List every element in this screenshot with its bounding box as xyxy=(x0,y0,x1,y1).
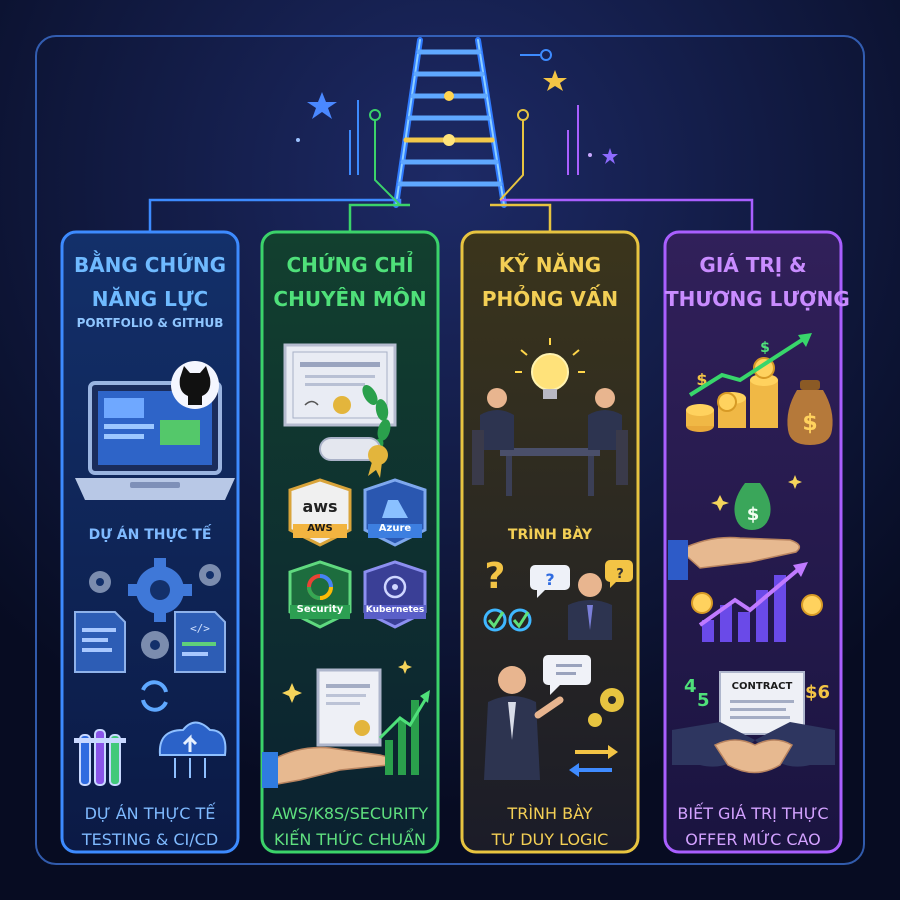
handshake-icon xyxy=(672,722,835,774)
column-1-bottom-line-2: TESTING & CI/CD xyxy=(81,830,219,849)
column-3-title-line-2: PHỎNG VẤN xyxy=(481,287,619,311)
coin-stacks-icon: $ $ xyxy=(686,333,812,432)
aws-logo: aws xyxy=(302,497,337,516)
svg-text:$: $ xyxy=(802,411,817,436)
column-2-title-line-2: CHUYÊN MÔN xyxy=(273,287,427,311)
number-6: $6 xyxy=(805,682,831,703)
column-4-title-line-2: THƯƠNG LƯỢNG xyxy=(665,287,850,311)
column-1-mid-label: DỰ ÁN THỰC TẾ xyxy=(88,527,212,543)
presenter-person-icon xyxy=(568,573,612,640)
code-file-icon: </> xyxy=(74,611,226,673)
column-1-title-line-2: NĂNG LỰC xyxy=(91,287,209,311)
github-icon xyxy=(171,361,219,409)
svg-text:$: $ xyxy=(747,504,760,525)
svg-text:?: ? xyxy=(485,556,506,597)
svg-text:</>: </> xyxy=(190,622,210,635)
gear-icon xyxy=(128,558,192,622)
column-1-subtitle: PORTFOLIO & GITHUB xyxy=(76,316,224,330)
azure-badge-label: Azure xyxy=(378,523,412,534)
outer-frame xyxy=(35,35,865,865)
question-mark-icon: ? ? ? xyxy=(485,556,633,598)
column-1-bottom-line-1: DỰ ÁN THỰC TẾ xyxy=(84,804,216,823)
column-4-bottom-line-2: OFFER MỨC CAO xyxy=(685,830,821,849)
kubernetes-logo xyxy=(383,575,407,599)
column-4-title-line-1: GIÁ TRỊ & xyxy=(699,253,807,277)
speech-bubble-icon xyxy=(543,655,591,695)
column-2-title-line-1: CHỨNG CHỈ xyxy=(286,253,414,277)
security-badge xyxy=(288,560,352,629)
kubernetes-badge xyxy=(363,560,427,629)
star-icon xyxy=(543,70,567,91)
column-1-title-line-1: BẰNG CHỨNG xyxy=(73,253,227,277)
star-icon xyxy=(307,92,337,119)
money-bag-icon: $ xyxy=(787,380,833,445)
lightbulb-icon xyxy=(515,338,585,399)
refresh-icon xyxy=(141,680,168,712)
laptop-icon xyxy=(75,381,235,500)
ladder-icon xyxy=(393,37,507,208)
security-badge-label: Security xyxy=(296,604,344,615)
hand-holding-certificate-icon xyxy=(262,668,391,788)
contract-label: CONTRACT xyxy=(731,681,793,692)
svg-text:$: $ xyxy=(760,340,770,356)
column-3-mid-label: TRÌNH BÀY xyxy=(507,527,593,543)
column-2-bottom-line-2: KIẾN THỨC CHUẨN xyxy=(274,830,426,849)
column-4-bottom-line-1: BIẾT GIÁ TRỊ THỰC xyxy=(677,804,829,823)
number-5: 5 xyxy=(697,690,710,711)
column-2-bottom-line-1: AWS/K8S/SECURITY xyxy=(271,804,429,823)
kubernetes-badge-label: Kubernetes xyxy=(365,605,425,615)
aws-badge: aws xyxy=(288,478,352,547)
sparkle-icon xyxy=(282,660,412,703)
star-icon xyxy=(602,148,618,164)
diploma-scroll-icon xyxy=(319,437,388,478)
cloud-upload-icon xyxy=(158,721,227,778)
number-4: 4 xyxy=(684,676,697,697)
svg-text:?: ? xyxy=(545,570,554,589)
azure-badge xyxy=(363,478,427,547)
gear-icon xyxy=(89,564,221,659)
growth-chart-icon xyxy=(378,690,430,775)
hand-with-money-bag-icon: $ xyxy=(668,475,802,580)
google-cloud-logo xyxy=(307,574,333,600)
exchange-arrows-icon xyxy=(569,745,618,777)
growth-chart-icon xyxy=(691,562,823,642)
column-3-bottom-line-2: TƯ DUY LOGIC xyxy=(491,830,609,849)
speaker-person-icon xyxy=(484,666,564,780)
interview-table-icon xyxy=(472,388,628,496)
column-3-title-line-1: KỸ NĂNG xyxy=(498,253,602,277)
svg-text:$: $ xyxy=(696,370,707,389)
test-tubes-icon xyxy=(74,729,126,786)
svg-text:?: ? xyxy=(616,567,624,582)
checkmark-icon xyxy=(483,608,532,632)
gear-icon xyxy=(588,688,624,727)
column-3-bottom-line-1: TRÌNH BÀY xyxy=(507,804,593,823)
aws-badge-label: AWS xyxy=(307,523,333,534)
